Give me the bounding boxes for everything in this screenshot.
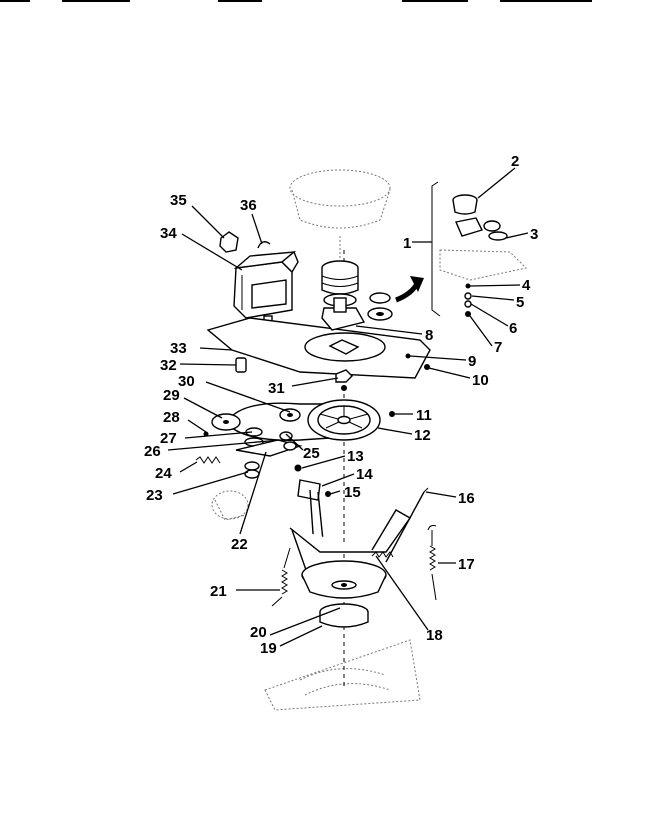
part-1-bracket [431, 181, 441, 317]
ghost-base-plate [264, 639, 421, 711]
clutch-hub-stack [321, 260, 366, 331]
part-17-spring [427, 525, 437, 601]
label-30: 30 [178, 373, 195, 390]
part-number-labels: 1 2 3 4 5 6 7 8 9 10 11 12 13 14 15 16 1… [144, 153, 538, 657]
part-3-assembly [439, 220, 528, 281]
part-21-spring [271, 547, 291, 607]
label-6: 6 [509, 320, 517, 337]
label-17: 17 [458, 556, 475, 573]
label-1: 1 [403, 235, 411, 252]
part-24-spring [195, 456, 221, 464]
part-16-rod [385, 487, 429, 563]
label-34: 34 [160, 225, 177, 242]
spin-bearing-parts [367, 292, 393, 321]
label-26: 26 [144, 443, 161, 460]
label-3: 3 [530, 226, 538, 243]
label-32: 32 [160, 357, 177, 374]
label-21: 21 [210, 583, 227, 600]
motor [233, 250, 299, 335]
base-support-cone [289, 509, 412, 599]
label-14: 14 [356, 466, 373, 483]
part-18-spring [371, 551, 394, 558]
leader-lines [167, 167, 529, 647]
part-10-screw [424, 364, 430, 370]
part-31-nut [335, 369, 353, 391]
part-11-screw [389, 411, 395, 417]
label-22: 22 [231, 536, 248, 553]
label-11: 11 [416, 407, 432, 424]
label-25: 25 [303, 445, 320, 462]
label-16: 16 [458, 490, 475, 507]
label-31: 31 [268, 380, 285, 397]
label-10: 10 [472, 372, 489, 389]
label-35: 35 [170, 192, 187, 209]
part-2-cap [452, 194, 483, 237]
part-9-screw [405, 353, 411, 359]
part-35-nut [219, 231, 239, 253]
part-13-nut [294, 464, 302, 472]
label-19: 19 [260, 640, 277, 657]
part-36-clip [257, 241, 271, 249]
label-2: 2 [511, 153, 519, 170]
label-20: 20 [250, 624, 267, 641]
part-19-ring [319, 603, 369, 628]
label-27: 27 [160, 430, 177, 447]
label-29: 29 [163, 387, 180, 404]
label-9: 9 [468, 353, 476, 370]
part-15-screw [325, 491, 331, 497]
label-5: 5 [516, 294, 524, 311]
label-23: 23 [146, 487, 163, 504]
label-24: 24 [155, 465, 172, 482]
part-12-drive-pulley [307, 399, 381, 441]
label-8: 8 [425, 327, 433, 344]
label-4: 4 [522, 277, 531, 294]
part-32-bushing [235, 357, 247, 373]
label-7: 7 [494, 339, 502, 356]
label-36: 36 [240, 197, 257, 214]
rotation-arrow [395, 276, 424, 303]
part-29-motor-pulley [211, 413, 241, 431]
ghost-transmission-top [289, 169, 391, 258]
ghost-pump-cluster [211, 490, 249, 521]
label-13: 13 [347, 448, 364, 465]
label-33: 33 [170, 340, 187, 357]
parts-4-7-screws [464, 283, 472, 317]
part-25-idler [279, 408, 301, 422]
label-18: 18 [426, 627, 443, 644]
label-12: 12 [414, 427, 431, 444]
label-28: 28 [163, 409, 180, 426]
label-15: 15 [344, 484, 361, 501]
mounting-plate [206, 317, 431, 379]
